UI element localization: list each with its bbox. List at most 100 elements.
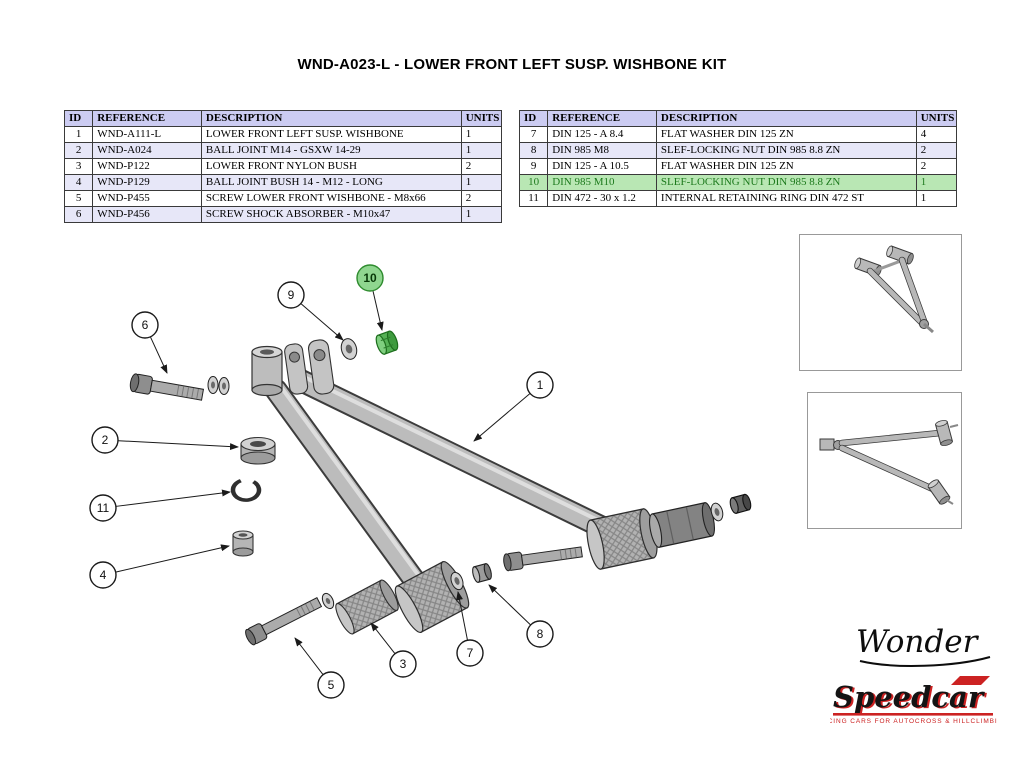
cell-reference: DIN 985 M10 [547, 174, 657, 191]
cell-units: 2 [915, 142, 958, 159]
cell-reference: WND-P455 [92, 190, 202, 207]
cell-id: 3 [63, 158, 94, 175]
cell-id: 1 [63, 126, 94, 143]
cell-description: BALL JOINT M14 - GSXW 14-29 [200, 142, 462, 159]
callout-balloon-5: 5 [317, 671, 345, 699]
cell-id: 4 [63, 174, 94, 191]
svg-text:8: 8 [537, 627, 544, 641]
cell-id: 6 [63, 206, 94, 223]
callout-leader-9 [300, 303, 344, 341]
wonder-underline-flourish [859, 656, 991, 667]
cell-description: SCREW LOWER FRONT WISHBONE - M8x66 [200, 190, 462, 207]
cell-reference: DIN 125 - A 8.4 [547, 126, 657, 143]
speedcar-tagline: RACING CARS FOR AUTOCROSS & HILLCLIMBING [830, 718, 998, 725]
column-header-reference: REFERENCE [547, 110, 657, 127]
wonder-logo-text: Wonder [856, 624, 980, 660]
cell-reference: WND-A111-L [92, 126, 202, 143]
speedcar-logo: Speedcar Speedcar RACING CARS FOR AUTOCR… [817, 674, 1008, 728]
cell-id: 5 [63, 190, 94, 207]
svg-text:4: 4 [100, 568, 107, 582]
wishbone-arm-tubes [264, 368, 630, 600]
cell-reference: WND-A024 [92, 142, 202, 159]
shock-screw [129, 373, 205, 401]
cell-units: 1 [915, 174, 958, 191]
wishbone-screw-5 [245, 596, 323, 646]
assembled-view-thumbnail-top [799, 234, 962, 371]
pivot-clevis [251, 339, 335, 397]
svg-text:5: 5 [328, 678, 335, 692]
assembled-view-thumbnail-bottom [807, 392, 962, 529]
callout-balloon-1: 1 [526, 371, 554, 399]
svg-text:3: 3 [400, 657, 407, 671]
arm-end-bush-1 [586, 508, 658, 570]
callout-leader-2 [118, 440, 239, 451]
callout-leader-10 [372, 291, 384, 331]
callout-leader-11 [116, 489, 231, 507]
speedcar-underline-bar [833, 713, 993, 716]
callout-balloon-2: 2 [91, 426, 119, 454]
wonder-logo: Wonder [852, 616, 994, 674]
flat-washer-7 [450, 571, 464, 591]
speedcar-logo-text: Speedcar [833, 680, 986, 714]
cell-units: 2 [460, 190, 503, 207]
cell-units: 4 [915, 126, 958, 143]
column-header-reference: REFERENCE [92, 110, 202, 127]
callout-balloon-10: 10 [356, 264, 384, 292]
flat-washer-right [710, 502, 724, 522]
svg-text:11: 11 [97, 501, 110, 515]
cell-id: 10 [518, 174, 549, 191]
flat-washer-small [321, 592, 335, 610]
ball-joint-2 [240, 436, 276, 465]
callout-leader-8 [488, 584, 531, 626]
callout-leader-7 [456, 591, 468, 640]
cell-units: 1 [460, 142, 503, 159]
svg-text:2: 2 [102, 433, 109, 447]
svg-text:9: 9 [288, 288, 295, 302]
lock-nut-10 [375, 330, 399, 355]
callout-balloon-7: 7 [456, 639, 484, 667]
flat-washer-9 [340, 338, 358, 360]
cell-description: SLEF-LOCKING NUT DIN 985 8.8 ZN [655, 142, 917, 159]
cell-description: LOWER FRONT NYLON BUSH [200, 158, 462, 175]
cell-description: FLAT WASHER DIN 125 ZN [655, 158, 917, 175]
callout-balloon-3: 3 [389, 650, 417, 678]
cell-description: BALL JOINT BUSH 14 - M12 - LONG [200, 174, 462, 191]
column-header-id: ID [518, 110, 549, 127]
cell-id: 7 [518, 126, 549, 143]
shock-washers [207, 376, 230, 395]
lock-nut-8 [472, 563, 492, 583]
column-header-units: UNITS [460, 110, 503, 127]
callout-balloon-11: 11 [89, 494, 117, 522]
cell-units: 1 [460, 126, 503, 143]
cell-reference: DIN 125 - A 10.5 [547, 158, 657, 175]
cell-description: FLAT WASHER DIN 125 ZN [655, 126, 917, 143]
page-title: WND-A023-L - LOWER FRONT LEFT SUSP. WISH… [297, 56, 727, 73]
cell-description: SCREW SHOCK ABSORBER - M10x47 [200, 206, 462, 223]
lock-nut-right [729, 493, 752, 514]
callout-leader-1 [473, 393, 531, 442]
ball-joint-bush-4 [232, 530, 254, 557]
callout-balloon-9: 9 [277, 281, 305, 309]
cell-description: LOWER FRONT LEFT SUSP. WISHBONE [200, 126, 462, 143]
column-header-id: ID [63, 110, 94, 127]
cell-reference: WND-P129 [92, 174, 202, 191]
assembled-view-top-drawing [854, 245, 934, 334]
cell-id: 2 [63, 142, 94, 159]
column-header-description: DESCRIPTION [200, 110, 462, 127]
cell-description: SLEF-LOCKING NUT DIN 985 8.8 ZN [655, 174, 917, 191]
cell-units: 2 [915, 158, 958, 175]
